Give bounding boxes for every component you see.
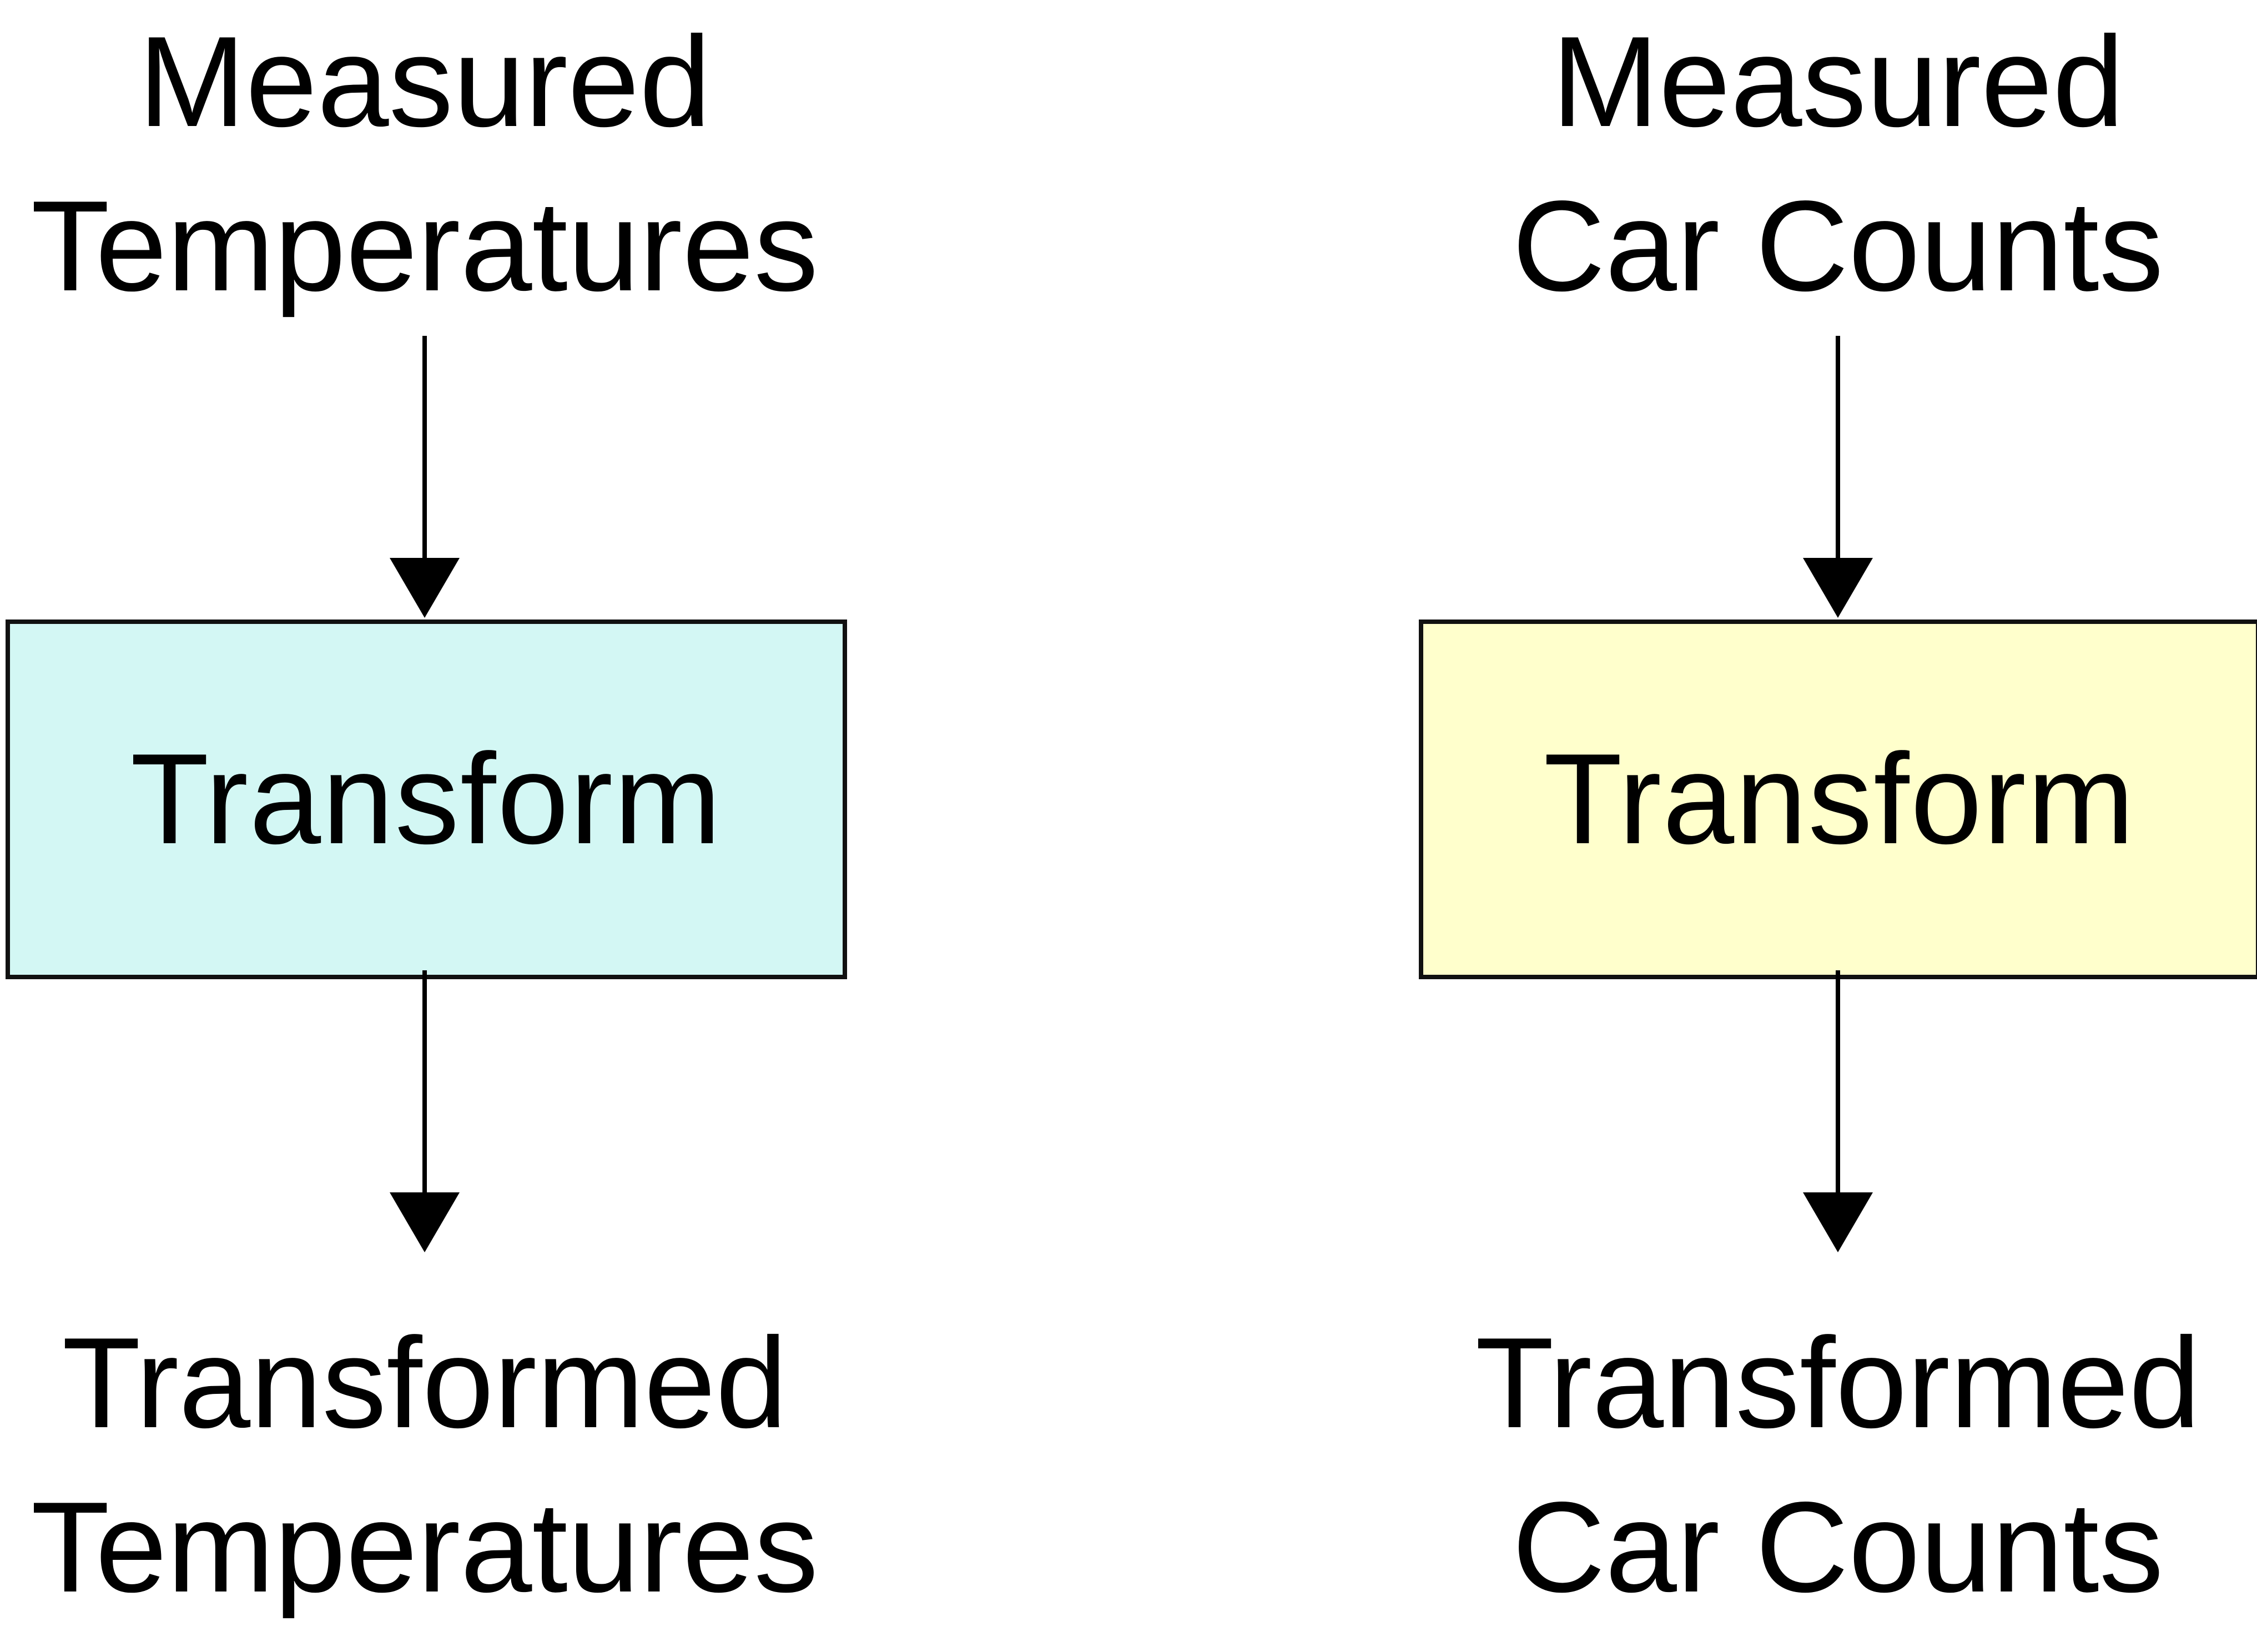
transform-label: Transform	[1543, 727, 2136, 871]
input-label-line-1: Measured	[1551, 10, 2124, 154]
output-arrow	[6, 970, 844, 1253]
input-label-temperatures: Measured Temperatures	[6, 0, 844, 329]
transform-box-temperatures: Transform	[6, 620, 847, 979]
transform-box-car-counts: Transform	[1419, 620, 2257, 979]
arrow-head	[1803, 558, 1873, 618]
input-label-line-2: Car Counts	[1512, 174, 2164, 318]
arrow-head	[390, 1192, 460, 1252]
input-label-line-2: Temperatures	[31, 174, 819, 318]
input-arrow	[6, 336, 844, 622]
output-label-temperatures: Transformed Temperatures	[6, 1301, 844, 1630]
input-arrow	[1419, 336, 2257, 622]
arrow-head	[390, 558, 460, 618]
input-label-line-1: Measured	[138, 10, 711, 154]
arrow-down-icon	[390, 970, 460, 1252]
output-label-line-1: Transformed	[62, 1311, 788, 1455]
car-count-flow: Measured Car Counts Transform Transforme…	[1419, 0, 2257, 1652]
output-label-line-1: Transformed	[1475, 1311, 2201, 1455]
temperature-flow: Measured Temperatures Transform Transfor…	[6, 0, 847, 1652]
output-label-car-counts: Transformed Car Counts	[1419, 1301, 2257, 1630]
input-label-car-counts: Measured Car Counts	[1419, 0, 2257, 329]
output-arrow	[1419, 970, 2257, 1253]
arrow-down-icon	[1803, 970, 1873, 1252]
transform-label: Transform	[130, 727, 723, 871]
output-label-line-2: Temperatures	[31, 1475, 819, 1619]
arrow-down-icon	[1803, 336, 1873, 618]
arrow-head	[1803, 1192, 1873, 1252]
output-label-line-2: Car Counts	[1512, 1475, 2164, 1619]
arrow-down-icon	[390, 336, 460, 618]
